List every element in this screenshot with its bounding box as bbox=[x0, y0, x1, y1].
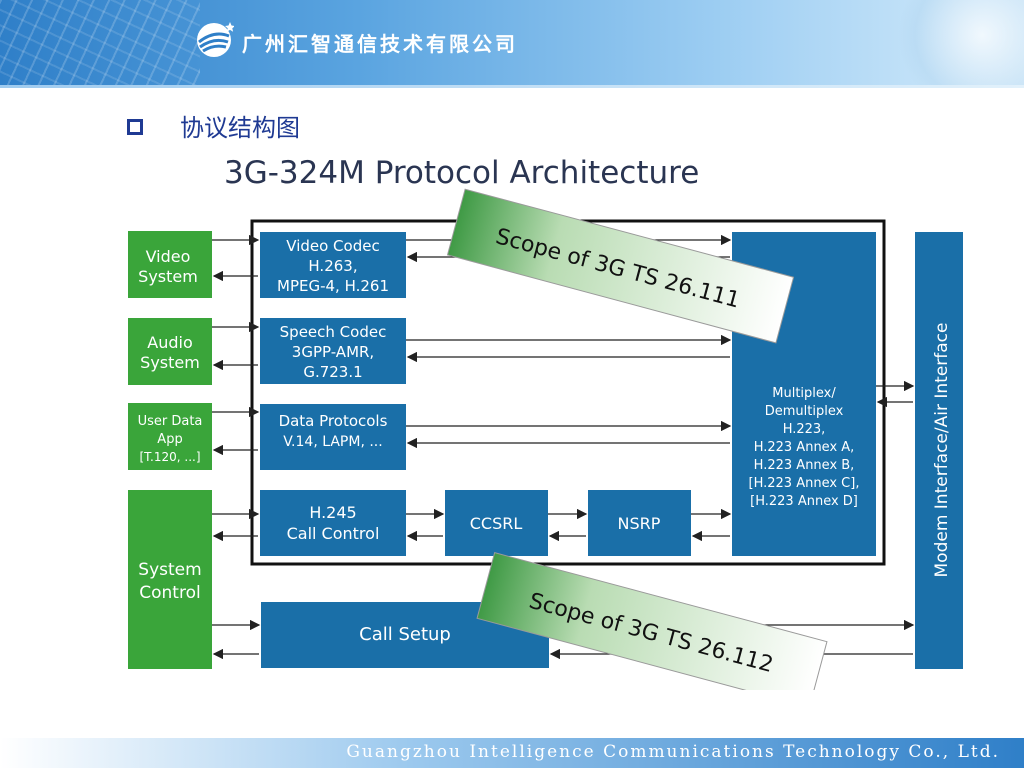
diagram-title: 3G-324M Protocol Architecture bbox=[224, 155, 700, 191]
nsrp-label: NSRP bbox=[618, 514, 661, 533]
slide-title: 协议结构图 bbox=[180, 114, 300, 142]
multiplex-label-7: [H.223 Annex D] bbox=[750, 494, 858, 509]
protocol-architecture-diagram: Video System Audio System User Data App … bbox=[128, 188, 963, 690]
footer-bar: Guangzhou Intelligence Communications Te… bbox=[0, 738, 1024, 768]
audio-system-block bbox=[128, 318, 212, 385]
user-data-label-2: App bbox=[157, 432, 182, 447]
speech-codec-block bbox=[260, 318, 406, 384]
modem-interface-label: Modem Interface/Air Interface bbox=[932, 323, 952, 578]
modem-interface-block bbox=[915, 232, 963, 669]
header-banner bbox=[0, 0, 1024, 88]
h245-block bbox=[260, 490, 406, 556]
video-codec-label-2: H.263, bbox=[308, 257, 357, 275]
data-protocols-label-1: Data Protocols bbox=[279, 412, 388, 430]
h245-label-1: H.245 bbox=[309, 503, 356, 522]
user-data-label-1: User Data bbox=[138, 414, 203, 429]
multiplex-label-5: H.223 Annex B, bbox=[754, 458, 855, 473]
video-system-label-2: System bbox=[138, 267, 198, 286]
system-control-block bbox=[128, 490, 212, 669]
video-system-label-1: Video bbox=[146, 247, 191, 266]
system-control-label-1: System bbox=[138, 560, 201, 580]
multiplex-label-6: [H.223 Annex C], bbox=[749, 476, 860, 491]
scope-26111-banner bbox=[446, 188, 795, 344]
user-data-label-3: [T.120, ...] bbox=[139, 450, 200, 464]
multiplex-label-4: H.223 Annex A, bbox=[754, 440, 855, 455]
ccsrl-label: CCSRL bbox=[470, 514, 523, 533]
data-protocols-label-2: V.14, LAPM, ... bbox=[283, 434, 382, 450]
data-protocols-block bbox=[260, 404, 406, 470]
satellite-dish-image bbox=[884, 0, 1024, 88]
video-codec-label-1: Video Codec bbox=[286, 237, 379, 255]
footer-company-name: Guangzhou Intelligence Communications Te… bbox=[346, 742, 1000, 762]
bullet-square-icon bbox=[127, 119, 143, 135]
speech-codec-label-2: 3GPP-AMR, bbox=[292, 343, 374, 361]
user-data-block bbox=[128, 403, 212, 470]
speech-codec-label-3: G.723.1 bbox=[303, 363, 362, 381]
header-pattern bbox=[0, 0, 200, 88]
header-divider bbox=[0, 85, 1024, 88]
multiplex-label-1: Multiplex/ bbox=[772, 386, 836, 401]
multiplex-label-3: H.223, bbox=[783, 422, 826, 437]
company-name: 广州汇智通信技术有限公司 bbox=[242, 32, 518, 56]
audio-system-label-2: System bbox=[140, 353, 200, 372]
scope-26112-banner bbox=[476, 552, 828, 690]
nsrp-block bbox=[588, 490, 691, 556]
call-setup-label: Call Setup bbox=[359, 624, 451, 645]
ccsrl-block bbox=[445, 490, 548, 556]
audio-system-label-1: Audio bbox=[147, 333, 192, 352]
h245-label-2: Call Control bbox=[287, 524, 380, 543]
system-control-label-2: Control bbox=[139, 583, 200, 603]
speech-codec-label-1: Speech Codec bbox=[280, 323, 387, 341]
multiplex-label-2: Demultiplex bbox=[765, 404, 844, 419]
company-logo-icon bbox=[197, 22, 234, 57]
video-codec-label-3: MPEG-4, H.261 bbox=[277, 277, 389, 295]
video-system-block bbox=[128, 231, 212, 298]
video-codec-block bbox=[260, 232, 406, 298]
